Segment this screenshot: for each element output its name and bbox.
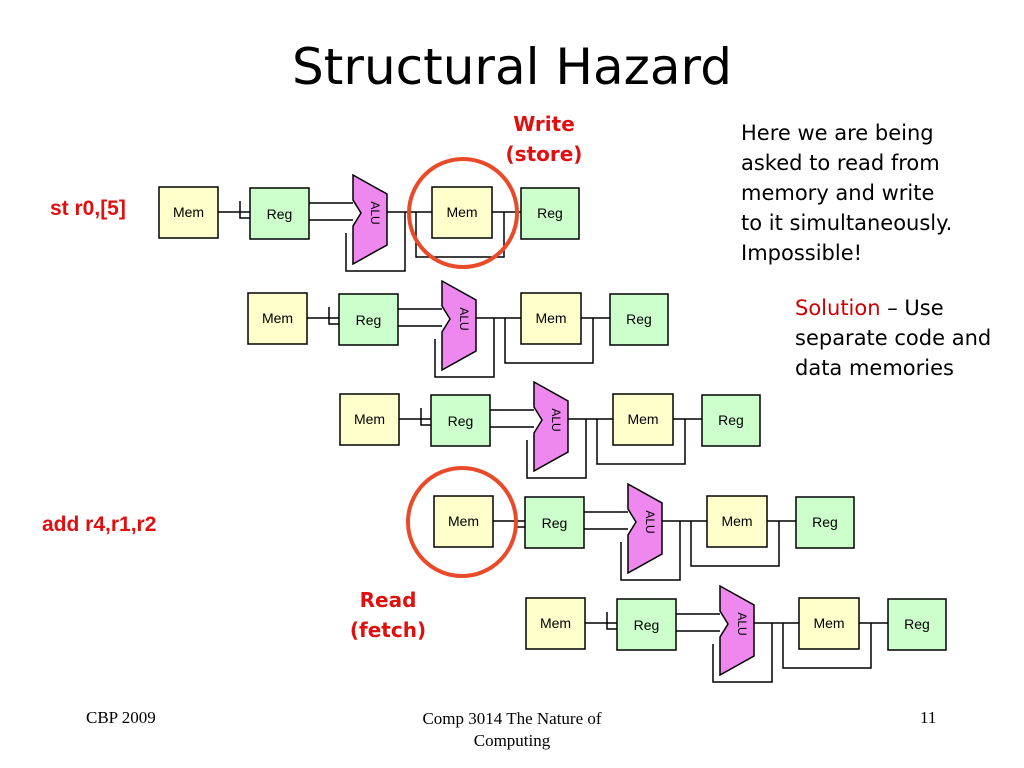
solution-line-1-rest: – Use	[880, 296, 944, 320]
decode-reg-box	[616, 598, 677, 651]
pipeline-row-4: Mem Reg ALU Mem Reg	[433, 482, 855, 581]
solution-line-2: separate code and	[795, 326, 992, 350]
data-mem-box	[798, 597, 860, 650]
writeback-reg-label: Reg	[904, 616, 930, 632]
problem-line-5: Impossible!	[741, 241, 863, 265]
problem-line-2: asked to read from	[741, 151, 940, 175]
pipeline-row-2: Mem Reg ALU Mem Reg	[247, 279, 669, 378]
decode-reg-box	[430, 394, 491, 447]
problem-note: Here we are being asked to read from mem…	[741, 118, 1011, 268]
decode-reg-label: Reg	[356, 312, 382, 328]
slide-title: Structural Hazard	[292, 38, 732, 96]
data-mem-box	[612, 393, 674, 446]
writeback-reg-box	[701, 394, 761, 447]
alu-label: ALU	[735, 612, 749, 635]
data-mem-box	[431, 186, 493, 239]
solution-label: Solution	[795, 296, 881, 320]
footer-course-line1: Comp 3014 The Nature of	[422, 709, 602, 728]
fetch-mem-label: Mem	[540, 615, 571, 631]
fetch-mem-box	[433, 495, 494, 548]
solution-line-3: data memories	[795, 356, 954, 380]
read-conflict-highlight	[406, 466, 518, 578]
pipeline-row-3: Mem Reg ALU Mem Reg	[339, 380, 761, 479]
add-instruction-label: add r4,r1,r2	[42, 513, 157, 536]
alu-label: ALU	[549, 408, 563, 431]
fetch-mem-label: Mem	[173, 204, 204, 220]
write-conflict-highlight	[407, 157, 519, 269]
footer-course-line2: Computing	[473, 731, 551, 750]
pipeline-row-5: Mem Reg ALU Mem Reg	[525, 584, 947, 683]
solution-line-1: Solution – Use	[795, 293, 1023, 323]
alu-label: ALU	[643, 510, 657, 533]
writeback-reg-box	[609, 293, 669, 346]
writeback-reg-label: Reg	[812, 514, 838, 530]
write-store-callout: Write (store)	[498, 109, 590, 169]
decode-reg-box	[524, 496, 585, 549]
decode-reg-box	[338, 293, 399, 346]
data-mem-box	[520, 292, 582, 345]
fetch-mem-box	[247, 292, 308, 345]
solution-note: Solution – Use separate code and data me…	[795, 293, 1023, 383]
data-mem-label: Mem	[721, 513, 752, 529]
write-callout-line1: Write	[513, 112, 575, 136]
decode-reg-box	[249, 187, 310, 240]
fetch-mem-label: Mem	[354, 411, 385, 427]
writeback-reg-label: Reg	[718, 412, 744, 428]
decode-reg-label: Reg	[448, 413, 474, 429]
alu-shape	[441, 279, 477, 372]
footer-course: Comp 3014 The Nature of Computing	[362, 708, 662, 752]
fetch-mem-box	[525, 597, 586, 650]
fetch-mem-label: Mem	[262, 310, 293, 326]
writeback-reg-label: Reg	[537, 205, 563, 221]
store-instruction-label: st r0,[5]	[50, 197, 126, 220]
problem-line-4: to it simultaneously.	[741, 211, 953, 235]
decode-reg-label: Reg	[634, 617, 660, 633]
read-callout-line2: (fetch)	[349, 618, 427, 642]
alu-shape	[533, 380, 569, 473]
pipeline-row-1: Mem Reg ALU Mem Reg	[158, 173, 580, 272]
read-callout-line1: Read	[359, 588, 417, 612]
writeback-reg-box	[520, 187, 580, 240]
data-mem-label: Mem	[446, 204, 477, 220]
fetch-mem-box	[339, 393, 400, 446]
data-mem-box	[706, 495, 768, 548]
alu-shape	[719, 584, 755, 677]
data-mem-label: Mem	[813, 615, 844, 631]
footer-date: CBP 2009	[86, 708, 156, 727]
data-mem-label: Mem	[627, 411, 658, 427]
alu-label: ALU	[457, 307, 471, 330]
page-number: 11	[920, 708, 937, 727]
decode-reg-label: Reg	[267, 206, 293, 222]
writeback-reg-box	[887, 598, 947, 651]
alu-shape	[352, 173, 388, 266]
fetch-mem-label: Mem	[448, 513, 479, 529]
write-callout-line2: (store)	[505, 142, 583, 166]
problem-line-3: memory and write	[741, 181, 935, 205]
writeback-reg-label: Reg	[626, 311, 652, 327]
problem-line-1: Here we are being	[741, 121, 934, 145]
read-fetch-callout: Read (fetch)	[340, 585, 436, 645]
alu-label: ALU	[368, 201, 382, 224]
alu-shape	[627, 482, 663, 575]
fetch-mem-box	[158, 186, 219, 239]
writeback-reg-box	[795, 496, 855, 549]
decode-reg-label: Reg	[542, 515, 568, 531]
data-mem-label: Mem	[535, 310, 566, 326]
